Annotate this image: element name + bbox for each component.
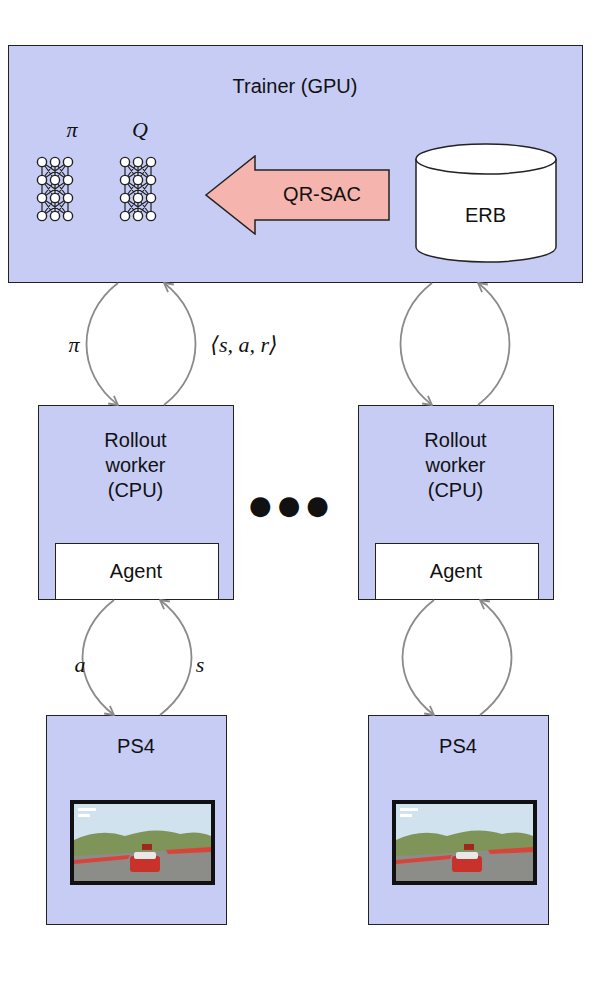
node-text: Agent: [381, 559, 531, 584]
connector-arrow: [83, 600, 115, 715]
connector-arrow: [403, 600, 435, 715]
agent-box: Agent: [375, 543, 539, 600]
ellipsis-dots: ●●●: [249, 492, 335, 518]
edge-label: ⟨s, a, r⟩: [210, 332, 277, 358]
node-text: Rollout worker (CPU): [80, 428, 192, 503]
node-text: Trainer (GPU): [145, 74, 445, 99]
replay-buffer-cylinder: ERB: [415, 143, 557, 263]
node-text: Agent: [61, 559, 211, 584]
cylinder-shape: [415, 143, 557, 263]
worker-box: Rollout worker (CPU) Agent: [358, 405, 554, 600]
edge-label: a: [75, 652, 86, 678]
node-text: QR-SAC: [255, 182, 390, 207]
node-text: ERB: [415, 203, 557, 228]
connector-arrow: [480, 600, 512, 715]
connector-arrow: [401, 283, 433, 405]
connector-arrow: [478, 283, 510, 405]
node-text: PS4: [56, 734, 216, 759]
node-text: Rollout worker (CPU): [400, 428, 512, 503]
node-text: PS4: [378, 734, 538, 759]
console-box: PS4: [46, 715, 227, 925]
connector-arrow: [87, 283, 119, 405]
agent-box: Agent: [55, 543, 219, 600]
network-label: Q: [132, 117, 148, 143]
console-box: PS4: [368, 715, 549, 925]
edge-label: s: [196, 652, 205, 678]
trainer-box: Trainer (GPU) QR-SAC ERB: [8, 45, 583, 283]
connector-arrow: [164, 283, 196, 405]
edge-label: π: [68, 332, 79, 358]
network-label: π: [66, 117, 77, 143]
connector-arrow: [160, 600, 192, 715]
worker-box: Rollout worker (CPU) Agent: [38, 405, 234, 600]
algorithm-arrow: QR-SAC: [205, 155, 390, 235]
